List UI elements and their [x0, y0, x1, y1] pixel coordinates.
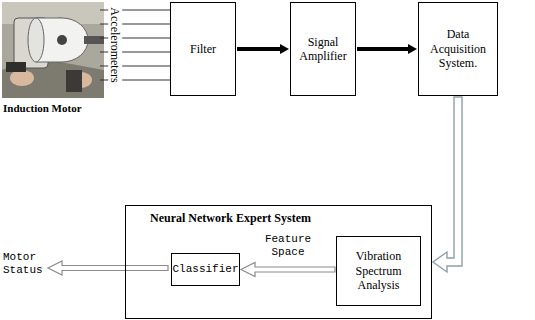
box-text: Data Acquisition System.	[426, 27, 490, 70]
edge-label: Feature Space	[262, 233, 314, 259]
connector-arrow	[357, 44, 417, 54]
connector-arrow	[433, 97, 462, 272]
device-label: Induction Motor	[3, 102, 82, 115]
box-text: Vibration Spectrum Analysis	[344, 249, 413, 292]
sensor-label: Accelerometers	[108, 5, 122, 84]
box-text: Signal Amplifier	[298, 35, 348, 64]
process-box: Data Acquisition System.	[418, 2, 498, 96]
connector-arrow	[237, 44, 289, 54]
process-box: Filter	[170, 2, 236, 96]
process-box: Vibration Spectrum Analysis	[336, 236, 421, 306]
box-text: Classifier	[173, 263, 239, 276]
induction-motor-photo	[2, 2, 104, 98]
output-label: Motor Status	[3, 251, 47, 277]
process-box: Classifier	[171, 253, 240, 286]
box-text: Filter	[190, 42, 216, 56]
box-title: Neural Network Expert System	[150, 211, 311, 225]
connector-arrow	[241, 263, 335, 277]
process-box: Signal Amplifier	[290, 2, 356, 96]
system-box: Neural Network Expert SystemClassifier Vi…	[125, 205, 432, 319]
motor-status-arrow	[48, 261, 168, 275]
